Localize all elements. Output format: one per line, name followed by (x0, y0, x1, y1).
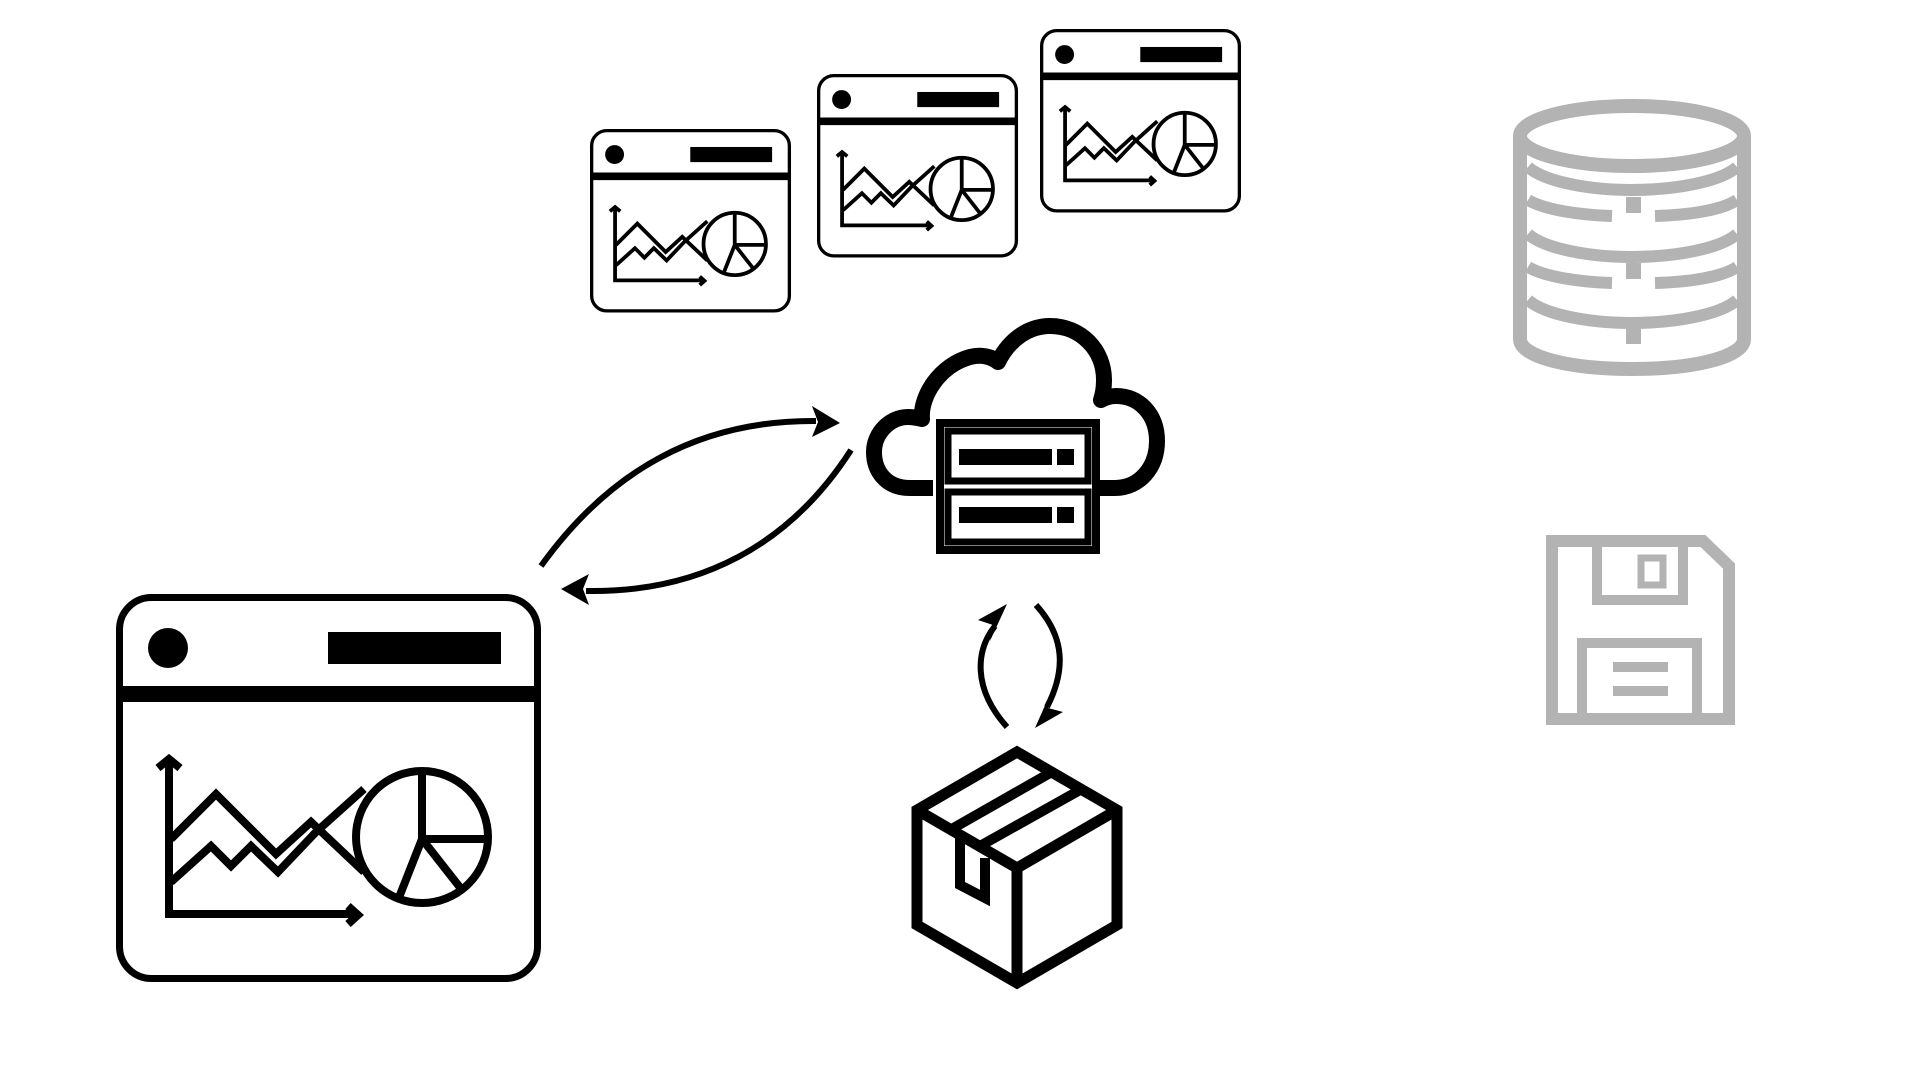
arrow-package-to-cloud (977, 604, 1010, 730)
dashboard-window-icon (120, 598, 538, 979)
floppy-disk-icon (1546, 535, 1735, 725)
dashboard-window-large (120, 598, 538, 979)
arrow-to-cloud (538, 406, 840, 568)
dashboard-thumbnail-3 (1042, 31, 1240, 211)
dashboard-window-icon (1042, 31, 1240, 211)
dashboard-window-icon (592, 131, 790, 311)
cloud-server-icon (866, 318, 1165, 554)
dashboard-thumbnail-2 (819, 76, 1017, 256)
arrow-cloud-to-package (1033, 602, 1063, 728)
dashboard-thumbnail-1 (592, 131, 790, 311)
database-icon (1513, 99, 1751, 377)
arrow-to-client (561, 448, 854, 605)
dashboard-window-icon (819, 76, 1017, 256)
package-box-icon (911, 745, 1123, 990)
